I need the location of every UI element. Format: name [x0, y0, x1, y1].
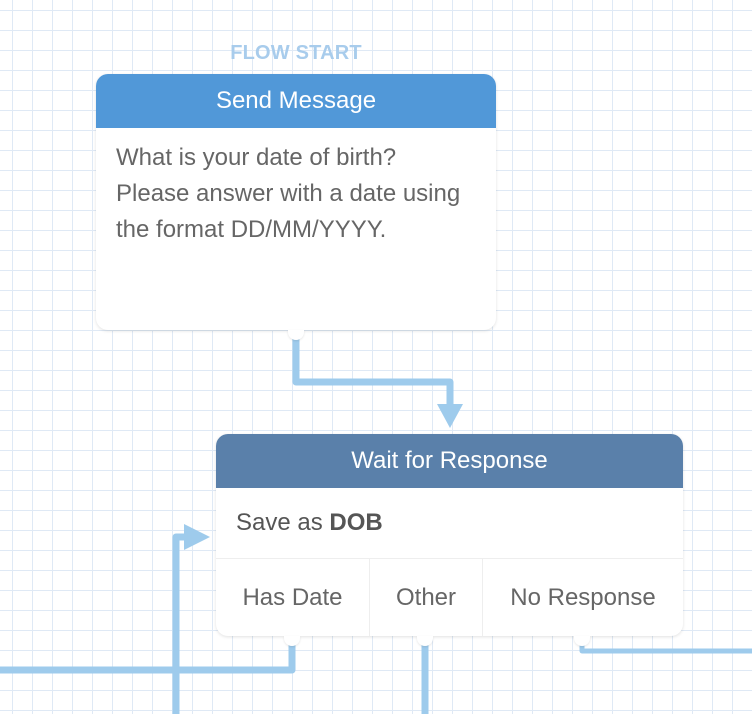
send-message-node[interactable]: Send Message What is your date of birth?…	[96, 74, 496, 330]
exit-handle-other[interactable]	[417, 636, 433, 646]
connector-arrowhead-right-icon	[184, 524, 210, 550]
send-message-text[interactable]: What is your date of birth? Please answe…	[116, 144, 461, 243]
save-variable-name: DOB	[329, 509, 383, 536]
save-as-label: Save as	[236, 509, 330, 536]
save-result-row[interactable]: Save as DOB	[216, 488, 683, 559]
wait-for-response-header[interactable]: Wait for Response	[216, 434, 683, 488]
exit-handle-has-date[interactable]	[284, 636, 300, 646]
send-message-exit-handle[interactable]	[288, 330, 304, 340]
send-message-header[interactable]: Send Message	[96, 74, 496, 128]
category-has-date[interactable]: Has Date	[216, 559, 370, 636]
category-list: Has Date Other No Response	[216, 559, 683, 636]
exit-handle-no-response[interactable]	[574, 636, 590, 646]
connector-has-date-exit[interactable]	[0, 642, 296, 674]
wait-for-response-node[interactable]: Wait for Response Save as DOB Has Date O…	[216, 434, 683, 636]
category-no-response[interactable]: No Response	[510, 584, 656, 611]
connector-arrowhead-down-icon	[437, 404, 463, 428]
connector-send-to-wait[interactable]	[292, 336, 454, 406]
connector-no-response-exit[interactable]	[579, 642, 752, 654]
connector-loop-into-wait[interactable]	[172, 533, 186, 714]
category-other[interactable]: Other	[370, 559, 483, 636]
flow-start-label: FLOW START	[230, 42, 362, 64]
